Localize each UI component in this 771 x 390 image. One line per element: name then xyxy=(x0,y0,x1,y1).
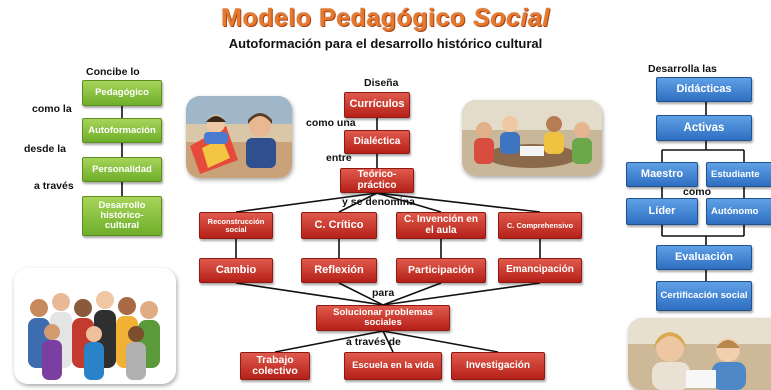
children-at-table-image xyxy=(462,100,602,176)
label-como: como xyxy=(683,186,712,198)
teacher-and-child-image xyxy=(628,318,771,390)
label-para: para xyxy=(372,287,395,299)
classroom-photo xyxy=(186,96,292,178)
box-emancipacion: Emancipación xyxy=(498,258,582,283)
group-of-people-image xyxy=(14,268,176,384)
label-y-se-denomina: y se denomina xyxy=(342,196,415,208)
group-photo xyxy=(14,268,176,384)
label-como-una: como una xyxy=(306,117,356,129)
box-estudiante: Estudiante xyxy=(706,162,771,187)
title-main: Modelo Pedagógico xyxy=(221,4,466,32)
box-reflexion: Reflexión xyxy=(301,258,377,283)
box-participacion: Participación xyxy=(396,258,486,283)
box-investigacion: Investigación xyxy=(451,352,545,380)
box-reconstruccion-social: Reconstrucción social xyxy=(199,212,273,239)
box-c-critico: C. Crítico xyxy=(301,212,377,239)
label-concibe-lo: Concibe lo xyxy=(86,66,140,78)
box-personalidad: Personalidad xyxy=(82,157,162,182)
label-a-traves: a través xyxy=(34,180,74,192)
page-title: Modelo Pedagógico Social xyxy=(0,4,771,33)
box-lider: Líder xyxy=(626,198,698,225)
box-didacticas: Didácticas xyxy=(656,77,752,102)
box-certificacion-social: Certificación social xyxy=(656,281,752,311)
box-autonomo: Autónomo xyxy=(706,198,771,225)
label-desarrolla-las: Desarrolla las xyxy=(648,63,717,75)
label-como-la: como la xyxy=(32,103,72,115)
box-cambio: Cambio xyxy=(199,258,273,283)
box-c-invencion: C. Invención en el aula xyxy=(396,212,486,239)
label-desde-la: desde la xyxy=(24,143,67,155)
box-dialectica: Dialéctica xyxy=(344,130,410,154)
title-italic: Social xyxy=(473,4,550,32)
children-reading-image xyxy=(186,96,292,178)
box-evaluacion: Evaluación xyxy=(656,245,752,270)
box-autoformacion: Autoformación xyxy=(82,118,162,143)
box-desarrollo-historico-cultural: Desarrollo histórico-cultural xyxy=(82,196,162,236)
box-trabajo-colectivo: Trabajo colectivo xyxy=(240,352,310,380)
box-teorico-practico: Teórico-práctico xyxy=(340,168,414,193)
label-disena: Diseña xyxy=(364,77,399,89)
table-photo xyxy=(462,100,602,176)
box-escuela-en-la-vida: Escuela en la vida xyxy=(344,352,442,380)
box-pedagogico: Pedagógico xyxy=(82,80,162,106)
label-a-traves-de: a través de xyxy=(346,336,401,348)
box-c-comprehensivo: C. Comprehensivo xyxy=(498,212,582,239)
box-curriculos: Currículos xyxy=(344,92,410,118)
label-entre: entre xyxy=(326,152,352,164)
teacher-photo xyxy=(628,318,771,390)
page-subtitle: Autoformación para el desarrollo históri… xyxy=(228,36,543,51)
box-solucionar-problemas-sociales: Solucionar problemas sociales xyxy=(316,305,450,331)
box-maestro: Maestro xyxy=(626,162,698,187)
box-activas: Activas xyxy=(656,115,752,141)
